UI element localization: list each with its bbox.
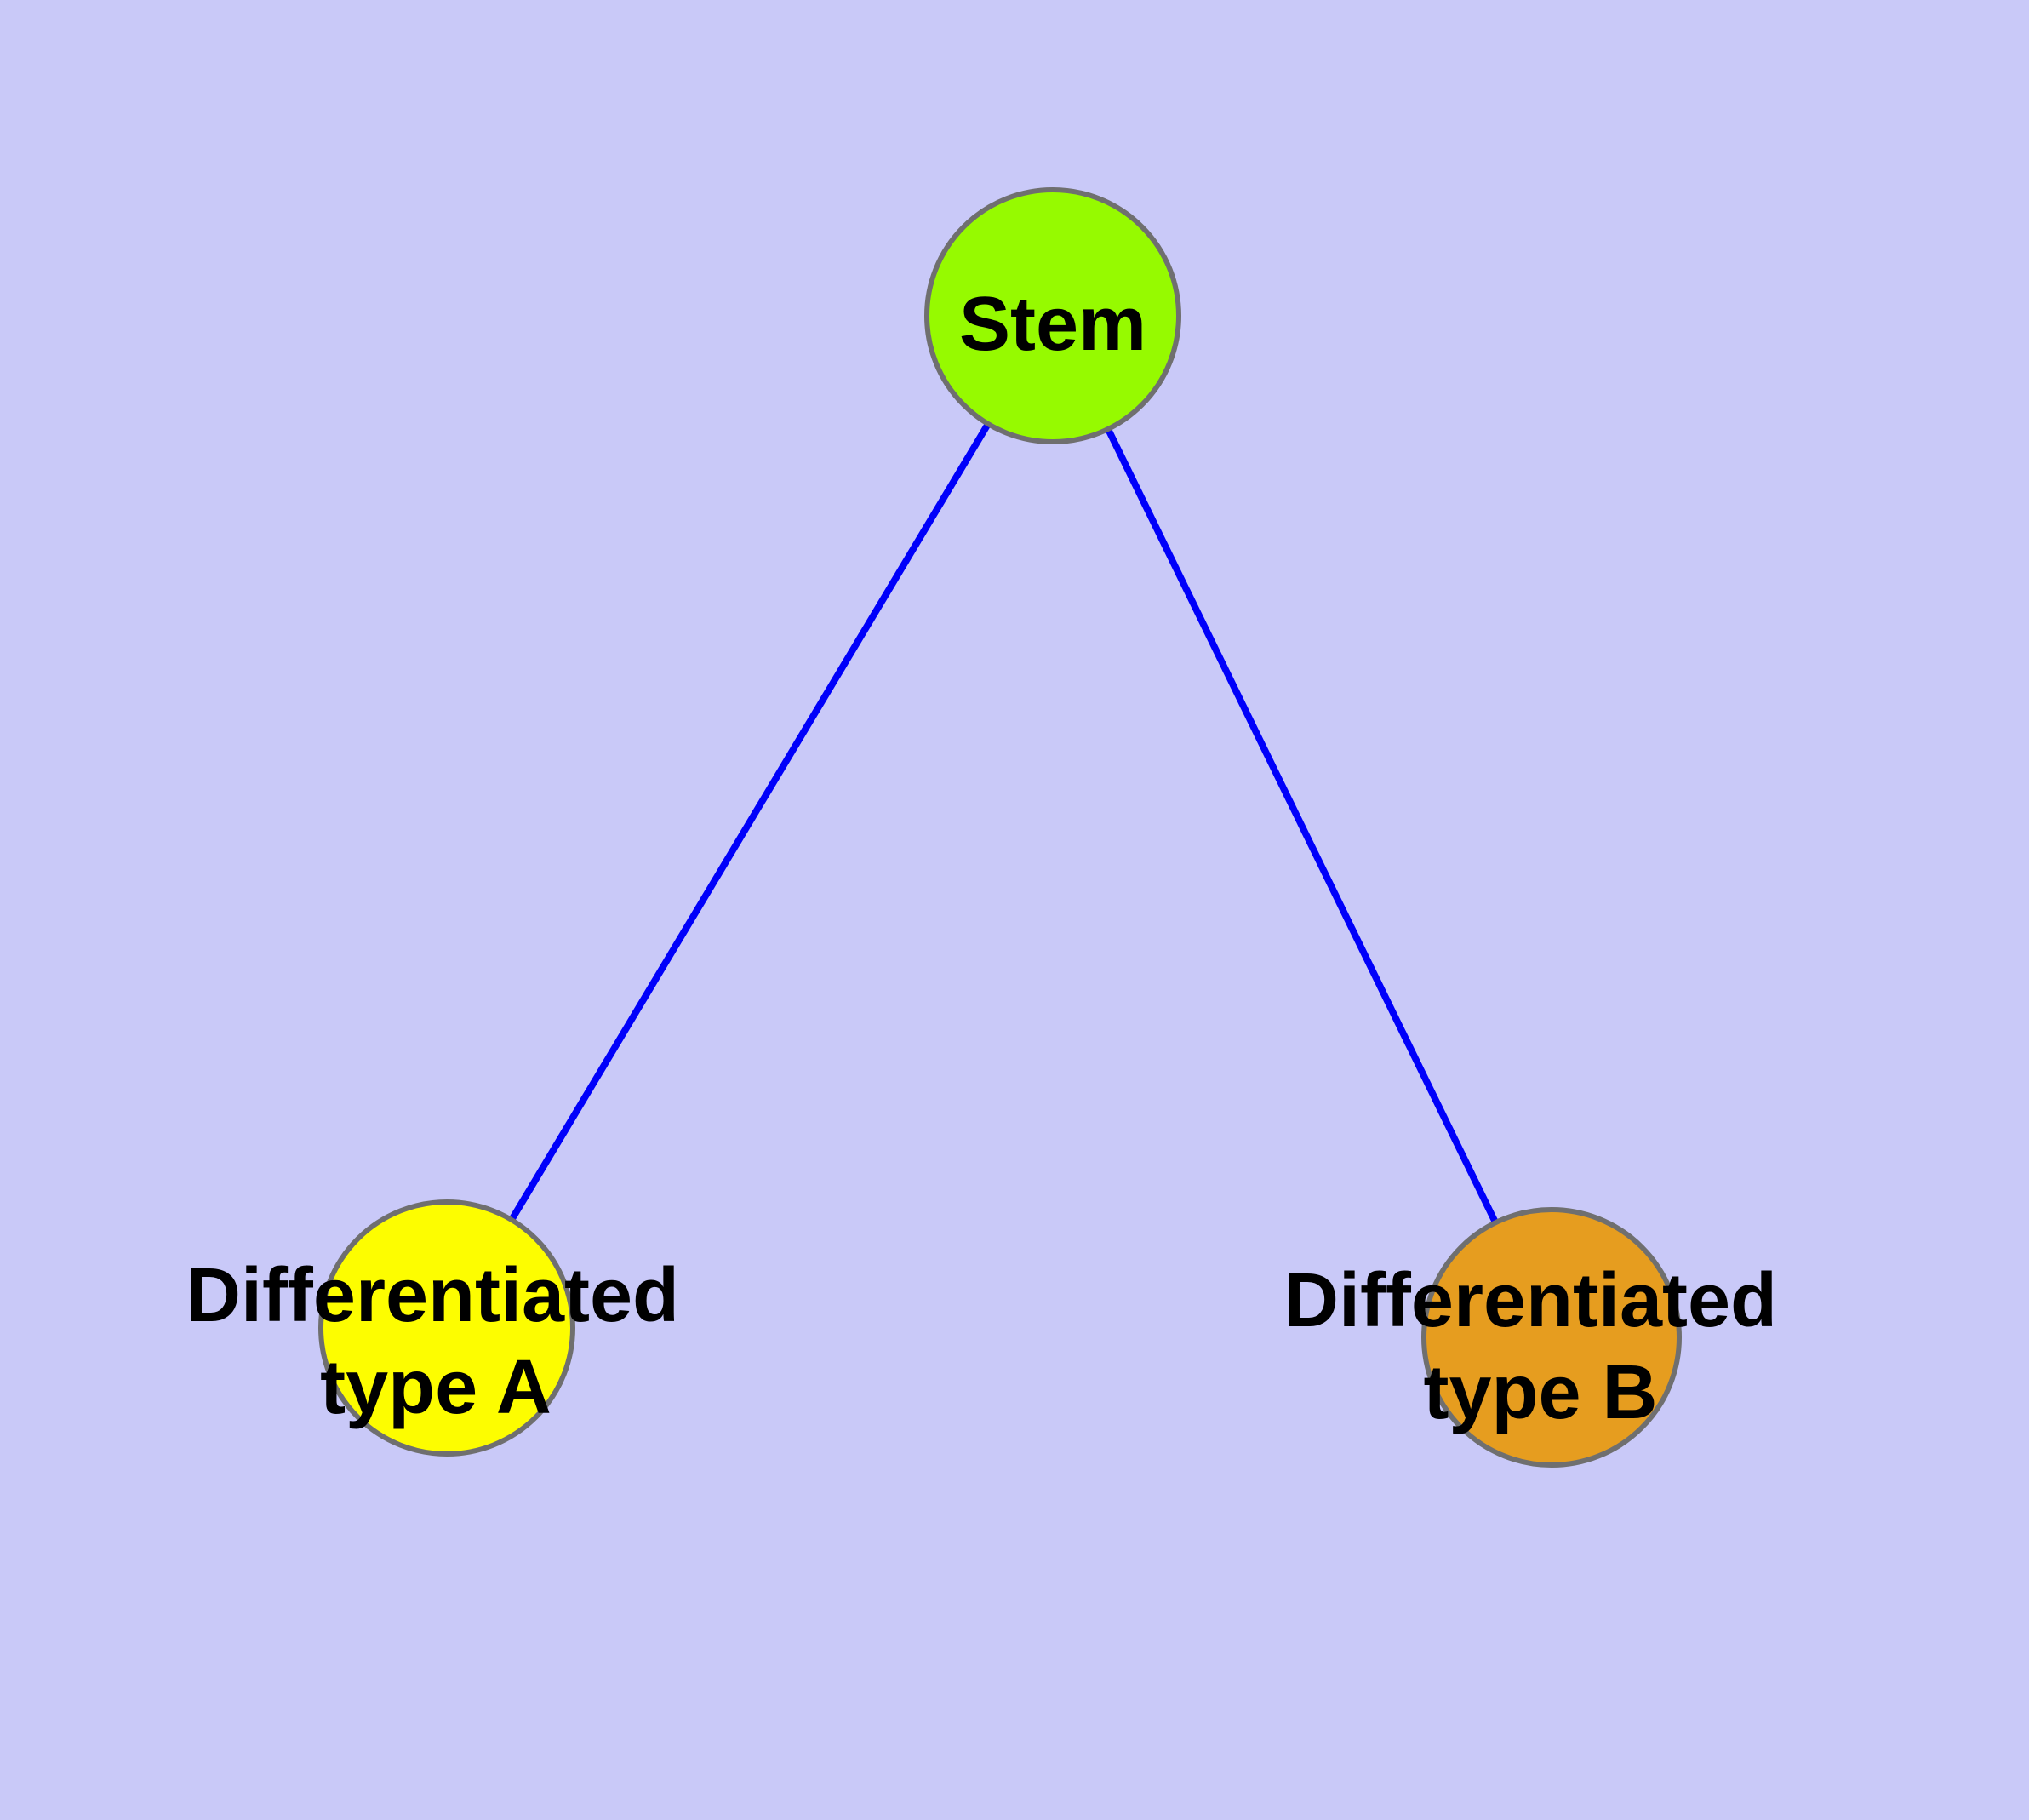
- edge-stem-to-type-a: [443, 312, 1056, 1331]
- differentiated-type-a-label-line1: Differentiated: [186, 1253, 679, 1338]
- differentiated-type-a-node: [318, 1199, 575, 1457]
- differentiated-type-b-label-line2: type B: [1423, 1350, 1657, 1435]
- differentiated-type-a-label-line2: type A: [320, 1345, 552, 1430]
- differentiated-type-b-node: [1421, 1207, 1682, 1468]
- stem-node: [924, 187, 1181, 444]
- edge-stem-to-type-b: [1049, 312, 1555, 1341]
- differentiated-type-b-label-line1: Differentiated: [1283, 1258, 1777, 1343]
- stem-node-label: Stem: [959, 282, 1146, 367]
